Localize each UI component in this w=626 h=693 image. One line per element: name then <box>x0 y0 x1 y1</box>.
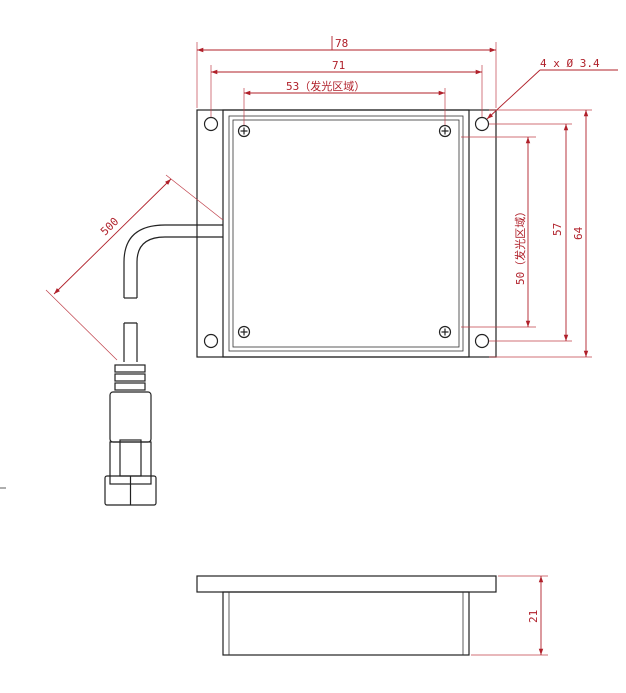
side-flange <box>196 575 497 593</box>
dim-emitting-width: 53（发光区域） <box>244 79 445 96</box>
dim-overall-width: 78 <box>197 36 496 53</box>
top-view <box>196 109 497 358</box>
mounting-hole-icon <box>474 333 490 349</box>
dim-emitting-height-label: 50（发光区域） <box>513 206 527 285</box>
dim-hole-spacing-height-label: 57 <box>551 223 564 236</box>
dim-overall-height: 64 <box>572 110 589 357</box>
screw-icon <box>438 124 452 138</box>
dim-thickness-label: 21 <box>527 610 540 623</box>
housing-inner <box>228 115 464 352</box>
cable-assembly <box>104 224 223 506</box>
housing-body <box>222 109 470 358</box>
screw-icon <box>237 325 251 339</box>
mounting-hole-icon <box>203 116 219 132</box>
dim-emitting-width-label: 53（发光区域） <box>286 79 365 93</box>
screw-icon <box>237 124 251 138</box>
dim-hole-spacing-height: 57 <box>551 124 569 341</box>
dim-hole-spacing-width: 71 <box>211 59 482 75</box>
dim-overall-height-label: 64 <box>572 226 585 240</box>
hole-callout-label: 4 x Ø 3.4 <box>540 57 600 70</box>
dim-hole-spacing-width-label: 71 <box>332 59 345 72</box>
mounting-plate <box>196 109 497 358</box>
dim-hole-callout: 4 x Ø 3.4 <box>486 57 618 120</box>
dimensions: 78 71 53（发光区域） 4 x Ø 3.4 50（发光区域） <box>45 36 618 656</box>
emitting-window <box>232 119 460 348</box>
side-body <box>222 591 470 656</box>
dim-emitting-height: 50（发光区域） <box>513 137 531 327</box>
dim-thickness: 21 <box>471 575 548 656</box>
mounting-hole-icon <box>474 116 490 132</box>
screw-icon <box>438 325 452 339</box>
mounting-hole-icon <box>203 333 219 349</box>
dim-overall-width-label: 78 <box>335 37 348 50</box>
cable <box>123 224 223 298</box>
dim-cable-length-label: 500 <box>98 215 121 238</box>
connector-icon <box>104 364 157 506</box>
side-view <box>196 575 497 656</box>
